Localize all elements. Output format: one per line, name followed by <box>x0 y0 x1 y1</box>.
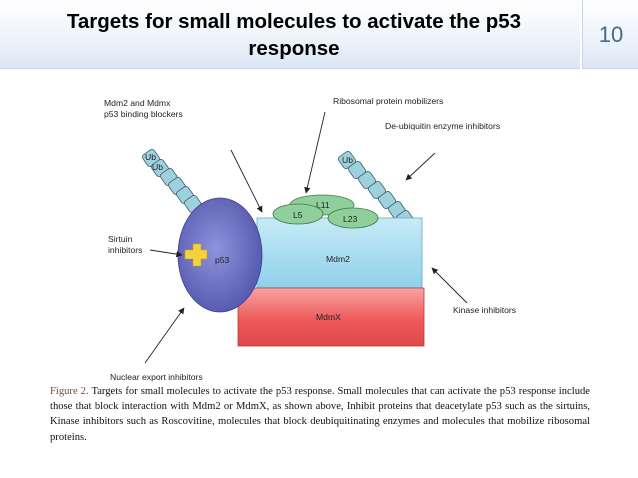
title-band: Targets for small molecules to activate … <box>0 0 580 69</box>
l23-label: L23 <box>343 214 358 224</box>
arrow-sirtuin <box>149 249 183 258</box>
arrow-kinase <box>431 267 468 304</box>
figure-caption: Figure 2. Targets for small molecules to… <box>50 384 590 445</box>
ub-label-right: Ub <box>342 155 353 165</box>
p53-label: p53 <box>215 255 230 265</box>
label-mdm2-mdmx-line1: Mdm2 and Mdmx <box>104 98 171 108</box>
l23-ellipse <box>327 207 379 229</box>
label-sirtuin-line2: inhibitors <box>108 245 142 255</box>
mdm2-box <box>256 217 423 289</box>
label-ribosomal-mobilizers: Ribosomal protein mobilizers <box>333 96 443 106</box>
ub-label-left-b: Ub <box>152 162 163 172</box>
l5-label: L5 <box>293 210 303 220</box>
slide-title: Targets for small molecules to activate … <box>10 8 578 62</box>
ub-label-left-a: Ub <box>145 152 156 162</box>
label-deubiquitin-inhibitors: De-ubiquitin enzyme inhibitors <box>385 121 500 131</box>
acetyl-mark-icon <box>184 243 208 267</box>
page-number-box: 10 <box>582 0 638 69</box>
caption-text: Targets for small molecules to activate … <box>50 386 590 443</box>
arrows <box>144 111 468 364</box>
l5-ellipse <box>272 203 324 225</box>
l11-label: L11 <box>316 200 330 210</box>
page-number: 10 <box>598 22 624 47</box>
mdmx-box <box>237 287 425 347</box>
arrow-deubiquitin <box>405 152 436 181</box>
mdm2-label: Mdm2 <box>326 254 350 264</box>
slide-title-line2: response <box>248 37 340 60</box>
figure-label: Figure 2. <box>50 386 89 397</box>
arrow-mdm2-blockers <box>230 149 263 213</box>
label-sirtuin-line1: Sirtuin <box>108 234 133 244</box>
arrow-nuclear-export <box>144 307 185 364</box>
label-kinase-inhibitors: Kinase inhibitors <box>453 305 516 315</box>
slide-title-line1: Targets for small molecules to activate … <box>66 10 522 33</box>
arrow-ribosomal <box>304 111 326 194</box>
label-nuclear-export-inhibitors: Nuclear export inhibitors <box>110 372 203 382</box>
label-mdm2-mdmx-line2: p53 binding blockers <box>104 109 183 119</box>
ubiquitin-chain-right <box>338 151 414 228</box>
mdmx-label: MdmX <box>316 312 341 322</box>
